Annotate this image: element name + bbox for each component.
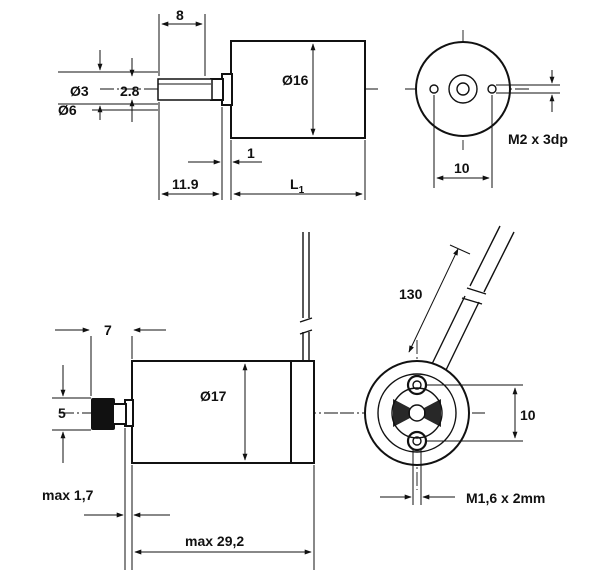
bottom-motor-endcap bbox=[290, 360, 315, 464]
bottom-motor-body bbox=[131, 360, 292, 464]
dim-hole-spacing-top: 10 bbox=[454, 160, 470, 176]
top-motor-side-view: 8 Ø16 Ø3 2.8 Ø6 1 11.9 L1 bbox=[58, 7, 380, 200]
dim-collar-thickness: 1 bbox=[247, 145, 255, 161]
knurled-knob bbox=[91, 398, 115, 430]
dim-body-length-max: max 29,2 bbox=[185, 533, 244, 549]
dim-body-diameter-17: Ø17 bbox=[200, 388, 227, 404]
dim-knob-offset: 7 bbox=[104, 322, 112, 338]
mounting-hole-left bbox=[429, 84, 439, 94]
dim-shaft-diameter: Ø3 bbox=[70, 83, 89, 99]
top-motor-body bbox=[230, 40, 366, 139]
top-front-outer-circle bbox=[415, 41, 511, 137]
dim-body-diameter-16: Ø16 bbox=[282, 72, 309, 88]
top-motor-front-view: 10 M2 x 3dp bbox=[405, 30, 568, 188]
top-motor-boss bbox=[210, 78, 224, 101]
dim-hole-spacing-bottom: 10 bbox=[520, 407, 536, 423]
bottom-front-outer-circle bbox=[364, 360, 470, 466]
dim-front-length: 11.9 bbox=[172, 176, 199, 192]
dim-front-offset: max 1,7 bbox=[42, 487, 94, 503]
thread-spec-bottom: M1,6 x 2mm bbox=[466, 490, 545, 506]
dim-body-length: L1 bbox=[290, 176, 305, 196]
thread-spec-top: M2 x 3dp bbox=[508, 131, 568, 147]
dim-knob-height: 5 bbox=[58, 405, 66, 421]
mounting-hole-right bbox=[487, 84, 497, 94]
dim-lead-length: 130 bbox=[399, 286, 423, 302]
dim-boss-diameter: Ø6 bbox=[58, 102, 77, 118]
dim-shaft-flat: 2.8 bbox=[120, 83, 140, 99]
dim-shaft-length: 8 bbox=[176, 7, 184, 23]
bottom-motor-side-view: 7 5 Ø17 max 1,7 max 29,2 bbox=[42, 232, 340, 570]
bottom-motor-front-view: 130 10 M1,6 x 2mm bbox=[340, 225, 545, 506]
top-motor-shaft bbox=[157, 78, 213, 101]
